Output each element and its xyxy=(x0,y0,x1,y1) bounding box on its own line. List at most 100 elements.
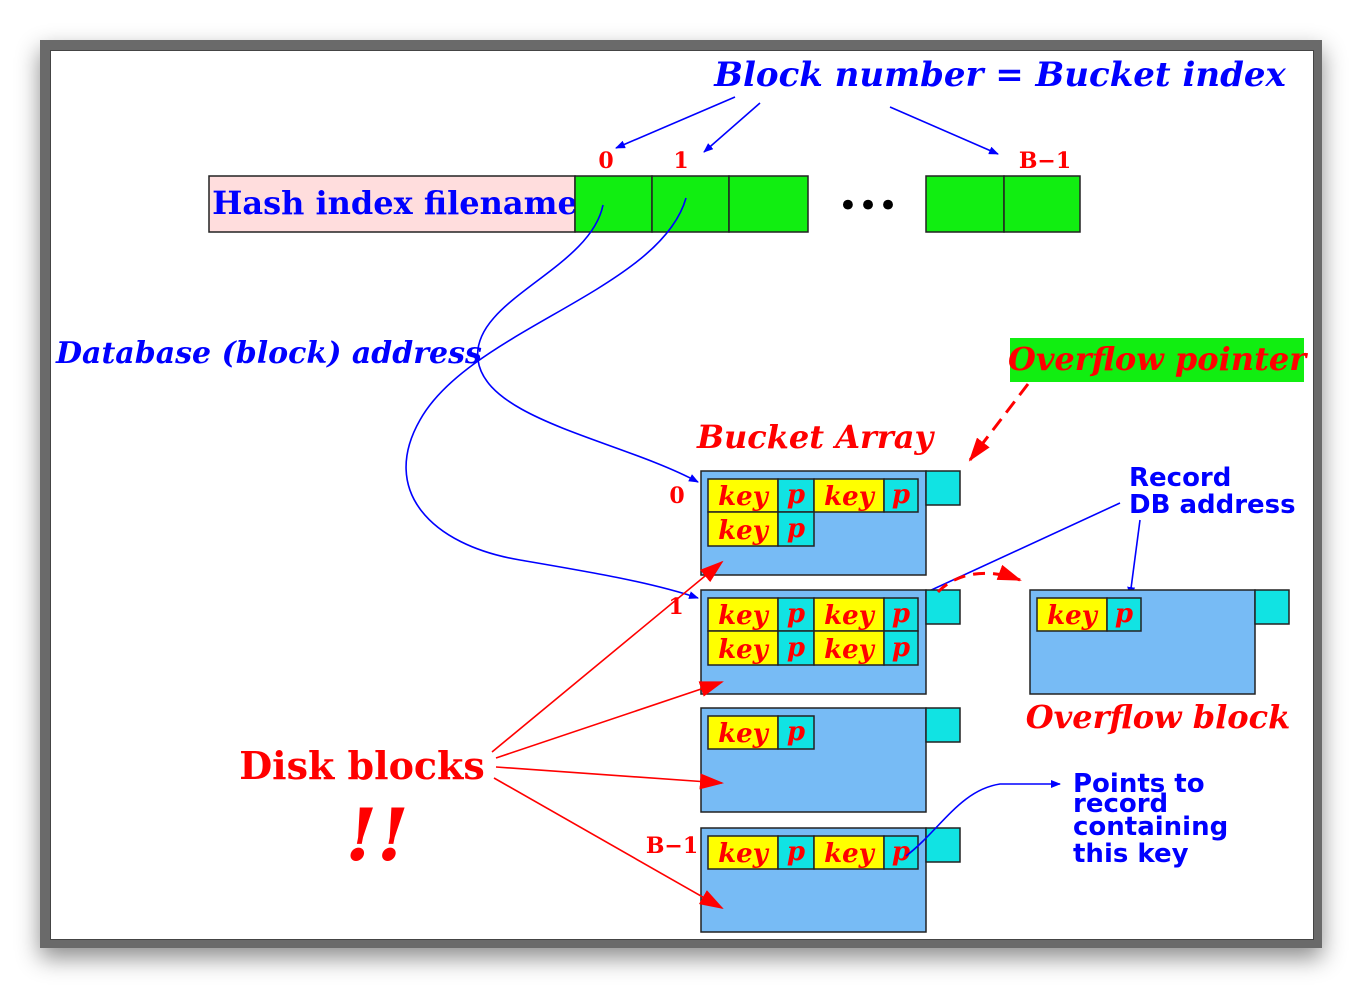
disk-blocks-exclaim: !! xyxy=(345,792,408,877)
points-to-line1: Points to xyxy=(1073,769,1205,799)
key-cell xyxy=(813,835,885,870)
bucket-block-last: key p key p xyxy=(700,827,961,933)
bucket-row-label-1: 1 xyxy=(668,594,683,620)
bucket-last-entry-1: key p xyxy=(707,835,815,870)
hash-slot-2 xyxy=(728,175,809,233)
key-text: key xyxy=(718,482,770,512)
disk-blocks-label: Disk blocks xyxy=(239,743,485,788)
disk-arrow-to-bucket-1 xyxy=(495,681,724,759)
bucket-1-overflow-link xyxy=(936,564,1022,594)
bucket-row-label-0: 0 xyxy=(669,483,684,509)
pointer-cell xyxy=(883,630,919,666)
hash-slot-1 xyxy=(651,175,730,233)
title-arrow-slot-0 xyxy=(615,96,736,149)
pointer-text: p xyxy=(892,599,910,629)
pointer-cell xyxy=(777,478,815,513)
key-cell xyxy=(813,630,885,666)
bucket-2-overflow-slot xyxy=(925,707,961,743)
pointer-cell xyxy=(883,835,919,870)
key-text: key xyxy=(824,601,876,631)
bucket-block-0: key p key p key p xyxy=(700,470,961,576)
key-text: key xyxy=(718,635,770,665)
overflow-pointer-label-box xyxy=(1010,338,1304,382)
overflow-block: key p xyxy=(1029,589,1290,695)
record-db-address-line2: DB address xyxy=(1129,490,1296,520)
bucket-1-overflow-slot xyxy=(925,589,961,625)
points-to-line4: this key xyxy=(1073,839,1189,869)
hash-slot-0 xyxy=(574,175,653,233)
key-text: key xyxy=(824,839,876,869)
key-cell xyxy=(813,478,885,513)
key-cell xyxy=(707,715,779,750)
disk-arrow-to-bucket-2 xyxy=(495,766,724,790)
disk-arrow-to-bucket-last xyxy=(493,777,724,909)
key-text: key xyxy=(718,839,770,869)
slot-1-to-bucket-1-pointer xyxy=(405,197,699,599)
bucket-row-label-last: B−1 xyxy=(646,833,698,859)
bucket-0-entry-2: key p xyxy=(813,478,919,513)
hash-slot-b-1 xyxy=(1003,175,1081,233)
bucket-block-2: key p xyxy=(700,707,961,813)
record-db-address-arrow-to-overflow xyxy=(1127,519,1141,597)
overflow-pointer-label: Overflow pointer xyxy=(1008,340,1308,378)
pointer-cell xyxy=(883,478,919,513)
pointer-text: p xyxy=(787,633,805,663)
pointer-text: p xyxy=(787,480,805,510)
key-text: key xyxy=(824,482,876,512)
slot-label-1: 1 xyxy=(673,148,688,174)
slot-label-last: B−1 xyxy=(1019,148,1071,174)
disk-arrow-to-bucket-0 xyxy=(491,560,724,753)
pointer-cell xyxy=(777,715,815,750)
title-arrow-slot-1 xyxy=(703,102,761,153)
title-arrow-slot-last xyxy=(889,106,999,155)
key-text: key xyxy=(824,635,876,665)
bucket-block-1: key p key p key p key p xyxy=(700,589,961,695)
pointer-text: p xyxy=(787,717,805,747)
pointer-cell xyxy=(1106,597,1142,632)
bucket-last-overflow-slot xyxy=(925,827,961,863)
bucket-2-entry-1: key p xyxy=(707,715,815,750)
key-cell xyxy=(1036,597,1108,632)
key-text: key xyxy=(1047,601,1099,631)
overflow-pointer-arrow xyxy=(968,383,1030,462)
bucket-0-overflow-slot xyxy=(925,470,961,506)
pointer-text: p xyxy=(1115,599,1133,629)
pointer-text: p xyxy=(787,599,805,629)
record-db-address-line1: Record xyxy=(1129,463,1231,493)
slot-0-to-bucket-0-pointer xyxy=(477,204,699,483)
pointer-cell xyxy=(777,511,815,547)
hash-index-filename: Hash index filename xyxy=(212,184,578,222)
key-text: key xyxy=(718,719,770,749)
points-to-line3: containing xyxy=(1073,812,1228,842)
pointer-text: p xyxy=(787,837,805,867)
overflow-block-overflow-slot xyxy=(1254,589,1290,625)
points-to-line2: record xyxy=(1073,789,1168,819)
pointer-cell xyxy=(883,597,919,632)
bucket-1-entry-1: key p xyxy=(707,597,815,632)
overflow-entry-1: key p xyxy=(1036,597,1142,632)
disk-block-arrows xyxy=(491,560,724,909)
pointer-text: p xyxy=(787,514,805,544)
record-db-address-arrow-to-bucket xyxy=(913,502,1121,599)
key-cell xyxy=(707,597,779,632)
database-block-address-label: Database (block) address xyxy=(55,336,482,371)
pointer-cell xyxy=(777,630,815,666)
bucket-1-entry-3: key p xyxy=(707,630,815,666)
pointer-text: p xyxy=(892,480,910,510)
key-text: key xyxy=(718,601,770,631)
points-to-record-arrow xyxy=(905,780,1061,857)
bucket-1-entry-2: key p xyxy=(813,597,919,632)
slot-label-0: 0 xyxy=(598,148,613,174)
slot-ellipsis: ••• xyxy=(838,186,898,226)
hash-slot-b-2 xyxy=(925,175,1005,233)
bucket-array-label: Bucket Array xyxy=(696,418,936,456)
pointer-text: p xyxy=(892,633,910,663)
bucket-1-entry-4: key p xyxy=(813,630,919,666)
hash-index-filename-box xyxy=(208,175,576,233)
bucket-0-entry-1: key p xyxy=(707,478,815,513)
overflow-block-label: Overflow block xyxy=(1026,698,1291,736)
bucket-0-entry-3: key p xyxy=(707,511,815,547)
pointer-cell xyxy=(777,835,815,870)
